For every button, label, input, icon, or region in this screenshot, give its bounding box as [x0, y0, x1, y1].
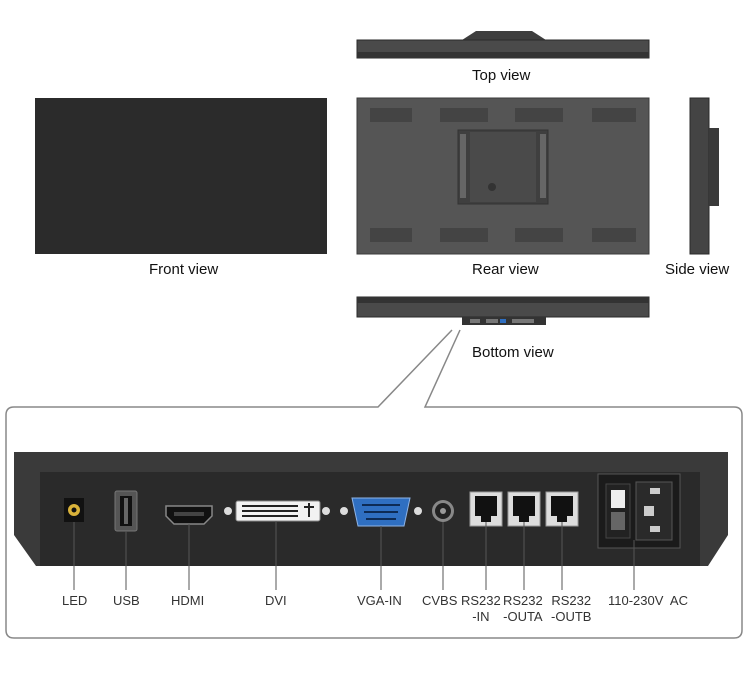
- ac-label: 110-230V AC: [608, 593, 688, 608]
- dvi-label: DVI: [265, 593, 287, 608]
- rs232-outb-label-line1: RS232: [551, 593, 592, 608]
- side-view-image: [689, 97, 719, 255]
- hdmi-port: [165, 505, 213, 525]
- top-view-image: [356, 31, 650, 59]
- rs232-outa-label-line1: RS232: [503, 593, 543, 608]
- rear-view-label: Rear view: [472, 261, 539, 278]
- top-view-label: Top view: [472, 67, 531, 84]
- rs232-in-label: RS232 -IN: [461, 593, 501, 625]
- rs232-outa-label: RS232 -OUTA: [503, 593, 543, 625]
- bottom-view-label: Bottom view: [472, 344, 554, 361]
- hdmi-label: HDMI: [171, 593, 205, 608]
- rear-view-image: [356, 97, 650, 255]
- usb-port: [114, 490, 138, 532]
- ac-power-socket: [597, 473, 681, 549]
- callout-frame: [5, 329, 743, 639]
- front-view-image: [35, 98, 327, 254]
- rs232-outb-label-line2: -OUTB: [551, 609, 592, 624]
- side-view-label: Side view: [665, 261, 730, 278]
- usb-label: USB: [113, 593, 140, 608]
- vga-label: VGA-IN: [357, 593, 402, 608]
- rs232-in-label-line2: -IN: [472, 609, 490, 624]
- cvbs-label: CVBS: [422, 593, 458, 608]
- rs232-outa-port: [507, 491, 541, 527]
- rs232-in-port: [469, 491, 503, 527]
- vga-port: [340, 497, 422, 527]
- rs232-in-label-line1: RS232: [461, 593, 501, 608]
- rs232-outa-label-line2: -OUTA: [503, 609, 543, 624]
- leader-lines: [73, 521, 635, 590]
- led-label: LED: [62, 593, 88, 608]
- front-view-label: Front view: [149, 261, 219, 278]
- cvbs-port: [432, 500, 454, 522]
- led-port: [64, 498, 84, 522]
- rs232-outb-port: [545, 491, 579, 527]
- rs232-outb-label: RS232 -OUTB: [551, 593, 591, 625]
- bottom-view-image: [356, 296, 650, 325]
- dvi-port: [224, 500, 330, 522]
